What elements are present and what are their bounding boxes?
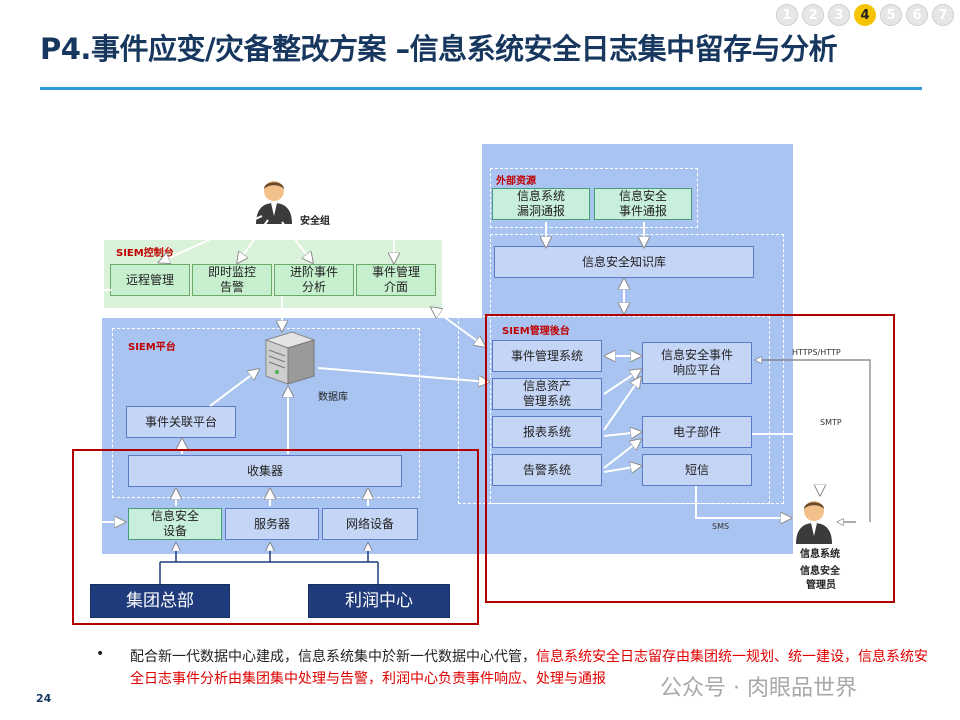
source-network-device: 网络设备 <box>322 508 418 540</box>
siem-platform-label: SIEM平台 <box>128 342 176 353</box>
backend-sms: 短信 <box>642 454 752 486</box>
admin-label-2: 信息安全 <box>800 566 840 577</box>
admin-label-3: 管理员 <box>806 580 836 591</box>
ext-vuln-bulletin: 信息系统 漏洞通报 <box>492 188 590 220</box>
siem-backend-label: SIEM管理後台 <box>502 326 570 337</box>
protocol-https: HTTPS/HTTP <box>792 348 841 357</box>
backend-email: 电子部件 <box>642 416 752 448</box>
footer-bullet-text: 配合新一代数据中心建成，信息系统集中於新一代数据中心代管，信息系统安全日志留存由… <box>130 646 930 690</box>
page-dot-2[interactable]: 2 <box>802 4 824 26</box>
admin-label-1: 信息系统 <box>800 549 840 560</box>
page-title: P4.事件应变/灾备整改方案 –信息系统安全日志集中留存与分析 <box>40 32 838 66</box>
footer-text-black: 配合新一代数据中心建成，信息系统集中於新一代数据中心代管， <box>130 649 536 665</box>
admin-person-icon <box>792 496 836 544</box>
watermark: 公众号 · 肉眼品世界 <box>660 676 857 701</box>
collector: 收集器 <box>128 455 402 487</box>
ext-incident-bulletin: 信息安全 事件通报 <box>594 188 692 220</box>
bullet-marker: • <box>96 646 105 662</box>
page-dot-7[interactable]: 7 <box>932 4 954 26</box>
external-dash <box>490 168 698 228</box>
title-divider <box>40 87 922 90</box>
site-group-hq: 集团总部 <box>90 584 230 618</box>
site-profit-center: 利润中心 <box>308 584 450 618</box>
highlight-right-frame <box>485 314 895 603</box>
source-server: 服务器 <box>225 508 319 540</box>
page-dot-1[interactable]: 1 <box>776 4 798 26</box>
highlight-left-frame <box>72 449 479 625</box>
siem-console-label: SIEM控制台 <box>116 248 174 259</box>
security-group-label: 安全组 <box>300 216 330 227</box>
protocol-smtp: SMTP <box>820 418 842 427</box>
backend-alert-system: 告警系统 <box>492 454 602 486</box>
page-dot-5[interactable]: 5 <box>880 4 902 26</box>
page-dot-4[interactable]: 4 <box>854 4 876 26</box>
backend-response-platform: 信息安全事件 响应平台 <box>642 342 752 384</box>
backend-event-management: 事件管理系统 <box>492 340 602 372</box>
event-correlation-platform: 事件关联平台 <box>126 406 236 438</box>
external-label: 外部资源 <box>496 176 536 187</box>
backend-report-system: 报表系统 <box>492 416 602 448</box>
database-server-icon <box>258 330 318 386</box>
page-dot-6[interactable]: 6 <box>906 4 928 26</box>
security-knowledge-base: 信息安全知识库 <box>494 246 754 278</box>
database-label: 数据库 <box>318 392 348 403</box>
console-remote-management: 远程管理 <box>110 264 190 296</box>
security-group-person-icon <box>252 176 296 224</box>
console-event-interface: 事件管理 介面 <box>356 264 436 296</box>
console-realtime-monitoring: 即时监控 告警 <box>192 264 272 296</box>
protocol-sms: SMS <box>712 522 730 531</box>
footer-text-red: 信息系统安全日志留存由集团统一规划、统一建设，信息系统安全日志事件分析由集团集中… <box>130 649 928 687</box>
page-number: 24 <box>36 692 52 705</box>
backend-asset-management: 信息资产 管理系统 <box>492 378 602 410</box>
page-dot-3[interactable]: 3 <box>828 4 850 26</box>
source-security-device: 信息安全 设备 <box>128 508 222 540</box>
backend-dash <box>458 316 770 504</box>
